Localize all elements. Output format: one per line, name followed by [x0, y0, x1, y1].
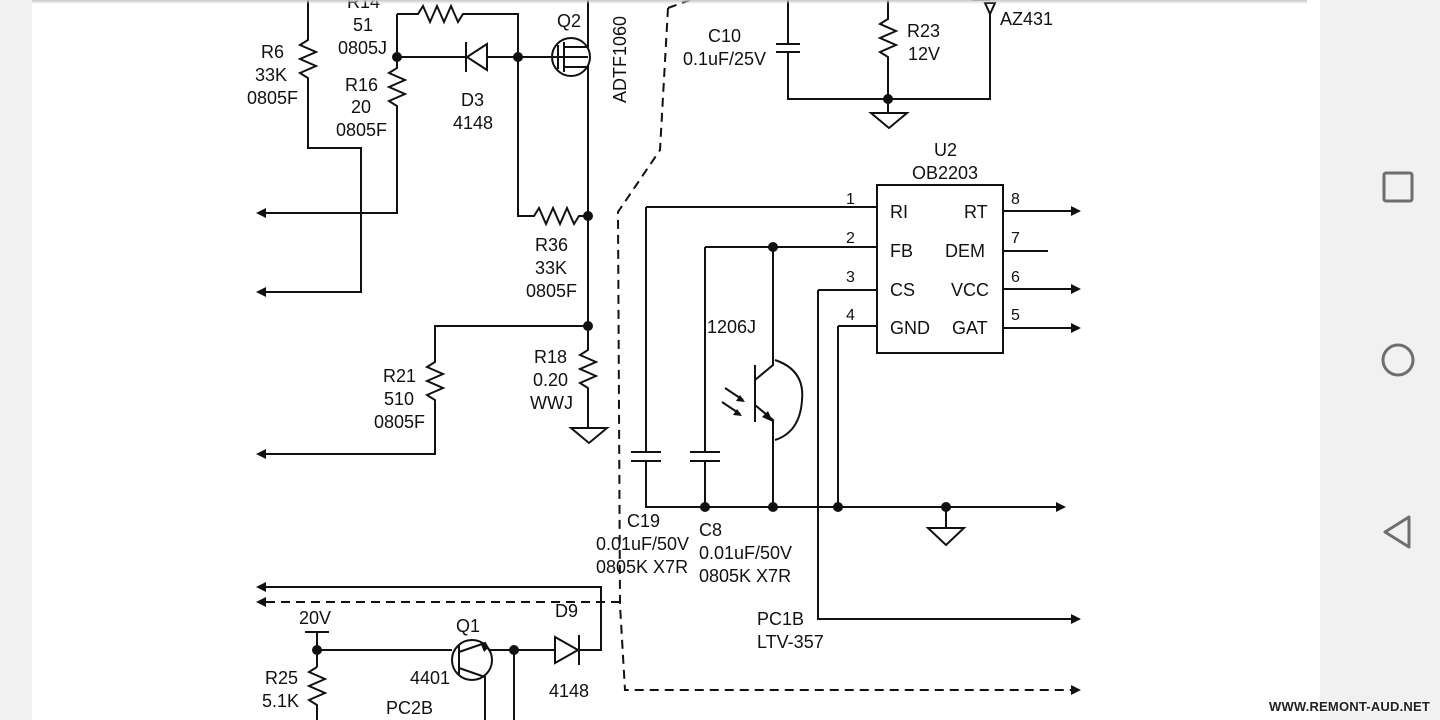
label-pc2b-ref: PC2B — [386, 698, 433, 718]
d9-diode — [554, 635, 581, 665]
label-r36-value: 33K — [535, 258, 567, 278]
square-icon[interactable] — [1378, 167, 1418, 207]
label-d3-part: 4148 — [453, 113, 493, 133]
label-c8-ref: C8 — [699, 520, 722, 540]
watermark: WWW.REMONT-AUD.NET — [1268, 699, 1430, 714]
label-c19-pkg: 0805K X7R — [596, 557, 688, 577]
q1-transistor — [451, 639, 493, 681]
u2-pin5-name: GAT — [952, 318, 988, 338]
label-r14-value: 51 — [353, 15, 373, 35]
r21-resistor — [262, 325, 588, 455]
label-r25-value: 5.1K — [262, 691, 299, 711]
schematic-diagram: R14 51 0805J R6 33K 0805F R16 20 0805F D… — [247, 0, 1081, 720]
d3-diode — [465, 42, 488, 72]
labels: R14 51 0805J R6 33K 0805F R16 20 0805F D… — [247, 0, 1053, 718]
label-opto-pkg: 1206J — [707, 317, 756, 337]
label-c19-ref: C19 — [627, 511, 660, 531]
u2-pin6-name: VCC — [951, 280, 989, 300]
label-r6-value: 33K — [255, 65, 287, 85]
android-nav-bar — [1356, 0, 1440, 720]
label-c8-value: 0.01uF/50V — [699, 543, 792, 563]
label-r16-pkg: 0805F — [336, 120, 387, 140]
optocoupler-pc1b — [774, 359, 804, 441]
label-r36-ref: R36 — [535, 235, 568, 255]
label-r18-value: 0.20 — [533, 370, 568, 390]
label-r14-pkg: 0805J — [338, 38, 387, 58]
label-q1-part: 4401 — [410, 668, 450, 688]
label-u2-ref: U2 — [934, 140, 957, 160]
label-c10-ref: C10 — [708, 26, 741, 46]
label-r25-ref: R25 — [265, 668, 298, 688]
wires — [256, 0, 1081, 720]
isolation-boundary — [616, 7, 1073, 691]
u2-pin2-num: 2 — [846, 230, 855, 247]
ground-u2 — [925, 527, 967, 547]
triangle-back-icon[interactable] — [1378, 512, 1418, 552]
r36-resistor — [517, 57, 588, 227]
r6-resistor — [262, 0, 362, 293]
label-u2-part: OB2203 — [912, 163, 978, 183]
label-r23-ref: R23 — [907, 21, 940, 41]
label-q2-part: ADTF1060 — [610, 16, 630, 103]
u2-pin7-num: 7 — [1011, 230, 1020, 247]
r14-resistor — [397, 3, 519, 57]
r16-resistor — [262, 14, 408, 214]
junctions — [312, 52, 951, 655]
label-r36-pkg: 0805F — [526, 281, 577, 301]
u2-pin6-num: 6 — [1011, 269, 1020, 286]
q2-mosfet — [551, 37, 591, 77]
label-r16-value: 20 — [351, 97, 371, 117]
label-d9-part: 4148 — [549, 681, 589, 701]
ground-r18 — [568, 427, 610, 445]
label-q2-ref: Q2 — [557, 11, 581, 31]
label-q1-ref: Q1 — [456, 616, 480, 636]
label-c8-pkg: 0805K X7R — [699, 566, 791, 586]
label-pc1b-part: LTV-357 — [757, 632, 824, 652]
u2-chip — [876, 184, 1004, 354]
label-r21-value: 510 — [384, 389, 414, 409]
label-r16-ref: R16 — [345, 75, 378, 95]
label-r6-ref: R6 — [261, 42, 284, 62]
label-r21-pkg: 0805F — [374, 412, 425, 432]
label-d9-ref: D9 — [555, 601, 578, 621]
label-r6-pkg: 0805F — [247, 88, 298, 108]
image-viewer[interactable]: R14 51 0805J R6 33K 0805F R16 20 0805F D… — [32, 0, 1320, 720]
u2-pin1-name: RI — [890, 202, 908, 222]
r23-resistor — [877, 0, 899, 99]
label-d3-ref: D3 — [461, 90, 484, 110]
label-az431: AZ431 — [1000, 9, 1053, 29]
u2-pin4-num: 4 — [846, 307, 855, 324]
r18-resistor — [577, 326, 599, 428]
u2-pin8-num: 8 — [1011, 191, 1020, 208]
u2-pin7-name: DEM — [945, 241, 985, 261]
circle-icon[interactable] — [1378, 340, 1418, 380]
u2-pin3-num: 3 — [846, 269, 855, 286]
label-r21-ref: R21 — [383, 366, 416, 386]
u2-pin3-name: CS — [890, 280, 915, 300]
u2-pin8-name: RT — [964, 202, 988, 222]
label-c19-value: 0.01uF/50V — [596, 534, 689, 554]
r25-resistor — [306, 666, 328, 720]
ground-r23 — [868, 112, 910, 130]
label-c10-value: 0.1uF/25V — [683, 49, 766, 69]
label-r23-value: 12V — [908, 44, 940, 64]
u2-pin2-name: FB — [890, 241, 913, 261]
u2-pin5-num: 5 — [1011, 307, 1020, 324]
top-shadow — [32, 0, 1307, 4]
label-r18-ref: R18 — [534, 347, 567, 367]
u2-pin1-num: 1 — [846, 191, 855, 208]
label-20v: 20V — [299, 608, 331, 628]
label-pc1b-ref: PC1B — [757, 609, 804, 629]
u2-pin4-name: GND — [890, 318, 930, 338]
label-r18-pkg: WWJ — [530, 393, 573, 413]
